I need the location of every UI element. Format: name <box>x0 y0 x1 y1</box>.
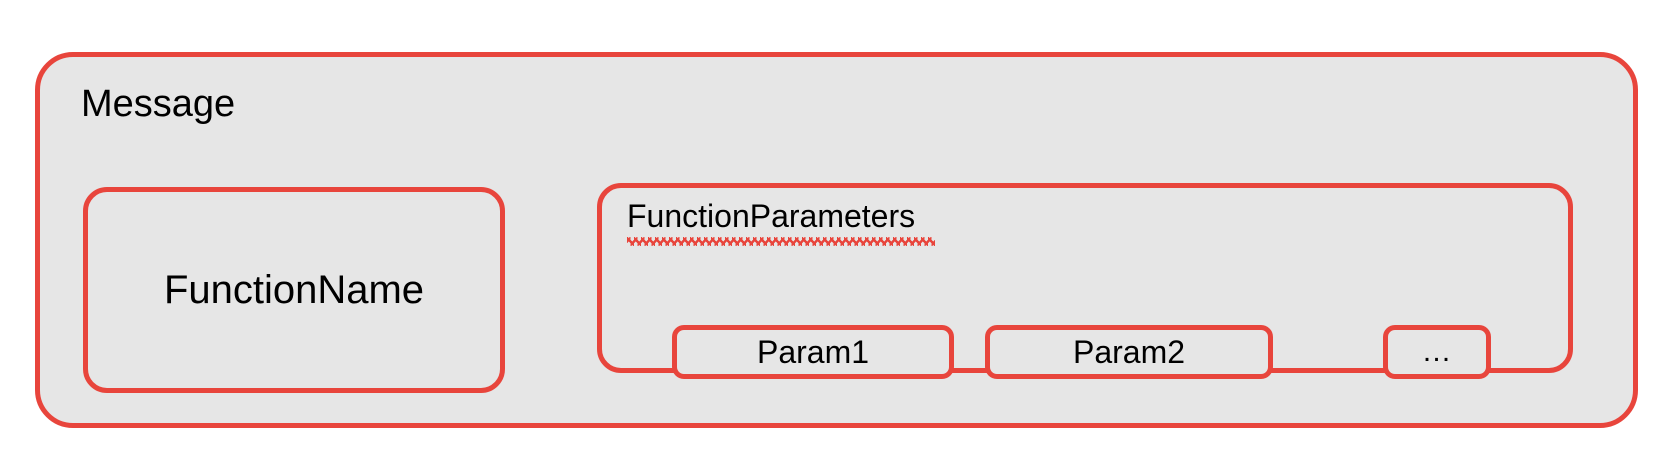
function-parameters-label: FunctionParameters <box>627 198 916 234</box>
parameter-label-ellipsis: … <box>1421 335 1453 368</box>
parameter-list: Param1 Param2 … <box>602 188 1568 379</box>
function-name-label: FunctionName <box>163 267 425 312</box>
parameter-label-2: Param2 <box>1072 334 1186 370</box>
parameter-box-ellipsis[interactable]: … <box>1383 325 1491 379</box>
parameter-box-2[interactable]: Param2 <box>985 325 1273 379</box>
function-parameters-container[interactable]: FunctionParameters Param1 Param2 … <box>597 183 1573 379</box>
function-name-container[interactable]: FunctionName <box>83 187 505 393</box>
parameter-box-1[interactable]: Param1 <box>672 325 954 379</box>
function-parameters-label-wrap: FunctionParameters <box>627 200 935 246</box>
message-label: Message <box>81 83 236 125</box>
parameter-label-1: Param1 <box>756 334 870 370</box>
message-container[interactable]: Message FunctionName FunctionParameters … <box>35 52 1638 428</box>
spellcheck-squiggle-underline <box>627 237 935 246</box>
